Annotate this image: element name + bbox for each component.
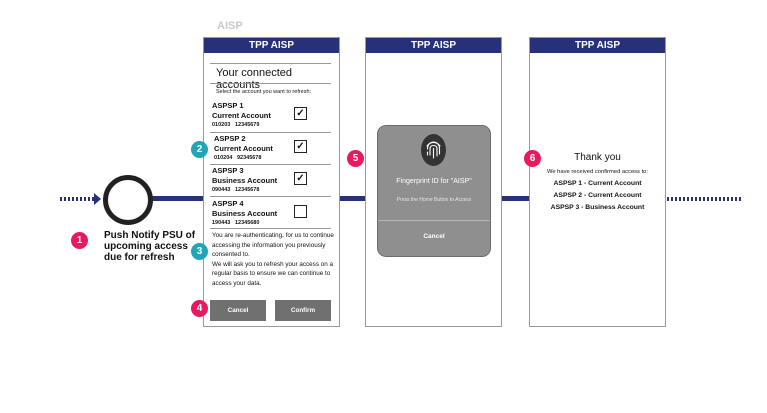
confirmed-account-line: ASPSP 1 - Current Account bbox=[553, 180, 642, 187]
account-checkbox-aspsp2[interactable]: ✓ bbox=[294, 140, 307, 153]
fingerprint-cancel-button[interactable]: Cancel bbox=[423, 233, 445, 240]
cancel-button[interactable]: Cancel bbox=[210, 300, 266, 321]
account-type: Business Account bbox=[212, 209, 278, 218]
account-numbers: 190443 12345680 bbox=[212, 220, 260, 226]
account-bank: ASPSP 4 bbox=[212, 199, 244, 208]
flow-dashes-left bbox=[60, 197, 94, 201]
step-badge-3: 3 bbox=[191, 243, 208, 260]
divider bbox=[210, 63, 331, 64]
account-item-aspsp4[interactable]: ASPSP 4 Business Account 190443 12345680 bbox=[212, 199, 333, 228]
divider bbox=[210, 132, 331, 133]
fingerprint-dialog: Fingerprint ID for "AISP" Press the Home… bbox=[377, 125, 491, 257]
account-checkbox-aspsp1[interactable]: ✓ bbox=[294, 107, 307, 120]
account-numbers: 090443 12345678 bbox=[212, 187, 260, 193]
confirmed-account-line: ASPSP 3 - Business Account bbox=[550, 204, 645, 211]
account-bank: ASPSP 1 bbox=[212, 101, 244, 110]
account-bank: ASPSP 3 bbox=[212, 166, 244, 175]
connected-accounts-heading: Your connected accounts bbox=[216, 67, 293, 91]
step1-description: Push Notify PSU of upcoming access due f… bbox=[104, 230, 196, 263]
dialog-divider bbox=[378, 220, 490, 221]
confirmed-account-line: ASPSP 2 - Current Account bbox=[553, 192, 642, 199]
notification-node bbox=[103, 175, 153, 225]
divider bbox=[210, 228, 331, 229]
divider bbox=[210, 196, 331, 197]
step-badge-5: 5 bbox=[347, 150, 364, 167]
flow-dashes-right bbox=[667, 197, 741, 201]
screen-fingerprint: TPP AISP Fingerprint ID for "AISP" Press… bbox=[365, 37, 502, 327]
divider bbox=[210, 164, 331, 165]
screen3-title: TPP AISP bbox=[530, 38, 665, 53]
account-checkbox-aspsp4[interactable] bbox=[294, 205, 307, 218]
confirm-button[interactable]: Confirm bbox=[275, 300, 331, 321]
screen-connected-accounts: TPP AISP Your connected accounts Select … bbox=[203, 37, 340, 327]
step-badge-4: 4 bbox=[191, 300, 208, 317]
screen-thank-you: TPP AISP Thank you We have received conf… bbox=[529, 37, 666, 327]
select-account-instruction: Select the account you want to refresh: bbox=[216, 89, 312, 95]
screen1-title: TPP AISP bbox=[204, 38, 339, 53]
account-type: Current Account bbox=[214, 144, 273, 153]
confirmation-message: We have received confirmed access to: bbox=[546, 169, 649, 175]
account-numbers: 010203 12345679 bbox=[212, 122, 260, 128]
section-label: AISP bbox=[217, 20, 243, 32]
step-badge-2: 2 bbox=[191, 141, 208, 158]
account-item-aspsp3[interactable]: ASPSP 3 Business Account 090443 12345678… bbox=[212, 166, 333, 195]
step-badge-1: 1 bbox=[71, 232, 88, 249]
fingerprint-hint: Press the Home Button to Access bbox=[396, 197, 472, 203]
account-item-aspsp2[interactable]: ASPSP 2 Current Account 010204 92345678 … bbox=[212, 134, 333, 163]
account-type: Business Account bbox=[212, 176, 278, 185]
step-badge-6: 6 bbox=[524, 150, 541, 167]
screen2-title: TPP AISP bbox=[366, 38, 501, 53]
account-item-aspsp1[interactable]: ASPSP 1 Current Account 010203 12345679 … bbox=[212, 101, 333, 130]
account-numbers: 010204 92345678 bbox=[214, 155, 262, 161]
divider bbox=[210, 83, 331, 84]
fingerprint-title: Fingerprint ID for "AISP" bbox=[396, 178, 472, 185]
thank-you-heading: Thank you bbox=[574, 152, 621, 163]
account-type: Current Account bbox=[212, 111, 271, 120]
account-bank: ASPSP 2 bbox=[214, 134, 246, 143]
reauth-note: You are re-authenticating, for us to con… bbox=[212, 232, 334, 287]
account-checkbox-aspsp3[interactable]: ✓ bbox=[294, 172, 307, 185]
flow-arrow bbox=[94, 193, 101, 205]
fingerprint-icon bbox=[421, 134, 446, 166]
